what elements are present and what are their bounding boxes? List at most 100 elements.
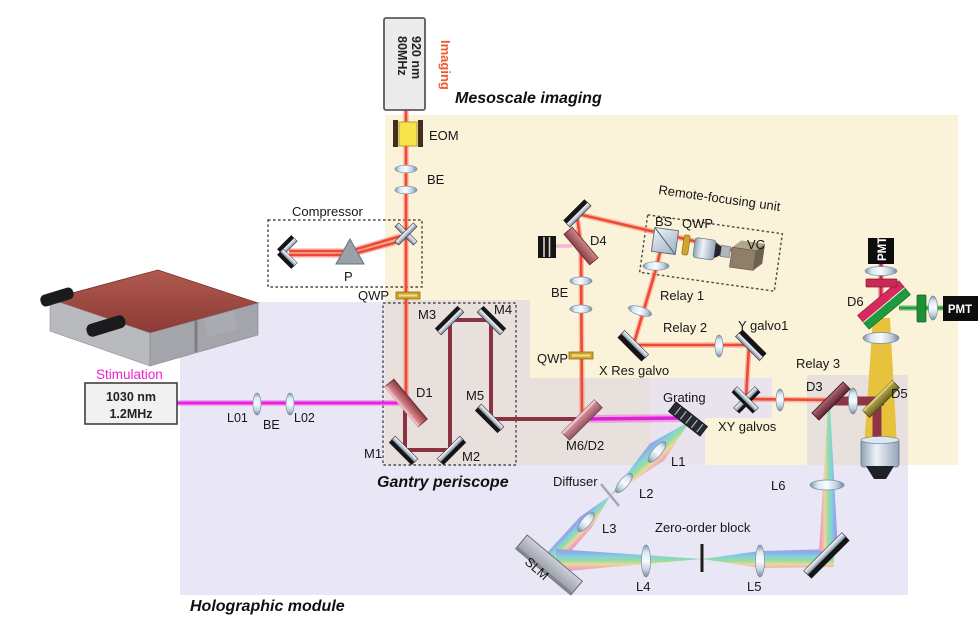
l01-label: L01 [227,411,248,425]
l6-label: L6 [771,478,785,493]
holographic-title: Holographic module [190,598,345,615]
mirror-m1 [388,435,419,466]
pmt-top-box [868,238,894,264]
grating-label: Grating [663,390,706,405]
qwp2-highlight [572,354,590,357]
imaging-tag: Imaging [438,40,453,90]
diffuser-label: Diffuser [553,474,598,489]
lens-l1 [647,441,667,463]
stimulation-be [252,392,295,416]
d4-label: D4 [590,233,607,248]
imaging-beam [289,110,834,418]
l3-label: L3 [602,521,616,536]
compressor-label: Compressor [292,204,363,219]
collection-lens [862,332,900,344]
lens-l6 [809,479,845,491]
slm [515,534,583,596]
x-res-galvo [617,330,649,362]
lens-l2 [615,473,633,493]
gantry-periscope-box [382,302,517,466]
beam-expander-top [394,164,418,195]
qwp1-label: QWP [358,288,389,303]
lens-l4 [641,544,651,578]
lens-l5 [755,544,765,578]
compressor-flip-mirror [394,222,418,246]
m4-label: M4 [494,302,512,317]
dichroic-d6 [857,280,911,330]
diffuser-plate [600,483,620,507]
fold-mirror-d4 [563,199,592,228]
dichroic-d5 [862,380,900,418]
y-galvo1-label: Y galvo1 [738,318,788,333]
green-filter [916,294,927,323]
relay3-lens [848,387,858,415]
mirror-m2 [436,435,467,466]
be1-label: BE [427,172,445,187]
qwp3-label: QWP [682,216,713,231]
beam-expander-mid [569,276,593,314]
retroreflector [277,235,298,269]
eom-label: EOM [429,128,459,143]
be3-label: BE [263,418,280,432]
m1-label: M1 [364,446,382,461]
objective [860,436,900,479]
m2-label: M2 [462,449,480,464]
mirror-m5 [474,403,505,434]
stimulation-tag: Stimulation [96,367,163,382]
l1-label: L1 [671,454,685,469]
mirror-m4 [476,305,507,336]
d6-label: D6 [847,294,864,309]
eom [393,120,423,147]
l4-label: L4 [636,579,650,594]
m3-label: M3 [418,307,436,322]
dichroic-d1 [384,378,428,428]
lens-l3 [577,512,595,532]
mirror-m3 [434,305,465,336]
dichroic-d3 [811,381,851,421]
mesoscale-title: Mesoscale imaging [455,90,602,107]
zero-order-label: Zero-order block [655,520,751,535]
bs-label: BS [655,214,673,229]
relay3-label: Relay 3 [796,356,840,371]
beam-dump [538,236,556,258]
dichroic-m6d2 [561,399,603,441]
combined-beam-periscope [403,318,580,452]
imaging-laser-line1: 920 nm [409,36,423,79]
pmt-top-label: PMT [877,237,889,261]
grating [667,401,709,437]
qwp3-plate [681,234,691,256]
stimulation-laser-box [84,382,178,425]
voice-coil [719,240,766,271]
vc-label: VC [747,237,765,252]
pmt-right-lens [928,295,938,321]
pmt-top-lens [864,266,898,276]
x-res-galvo-label: X Res galvo [599,363,669,378]
l5-label: L5 [747,579,761,594]
relay1-label: Relay 1 [660,288,704,303]
prism [335,237,365,265]
m5-label: M5 [466,388,484,403]
overlap-region-periscope [385,300,530,465]
compressor-box [267,219,423,288]
d5-label: D5 [891,386,908,401]
imaging-laser-box [383,17,426,111]
qwp1-highlight [399,294,417,297]
holographic-region-bottom [180,465,908,595]
dichroic-d4 [563,226,599,266]
prism-label: P [344,269,353,284]
qwp2-label: QWP [537,351,568,366]
stimulation-line1: 1030 nm [106,390,156,404]
remote-focusing-box [638,214,784,292]
pmt-right-box [943,296,978,321]
xy-galvos [731,386,761,414]
stimulation-laser-render [40,269,260,367]
relay1-lens-a [642,261,670,271]
y-galvo1 [735,329,767,361]
gantry-title: Gantry periscope [377,474,509,491]
fold-mirror-holographic [803,532,850,579]
relay2-lens [714,334,724,358]
imaging-laser-line2: 80MHz [395,36,409,76]
l2-label: L2 [639,486,653,501]
